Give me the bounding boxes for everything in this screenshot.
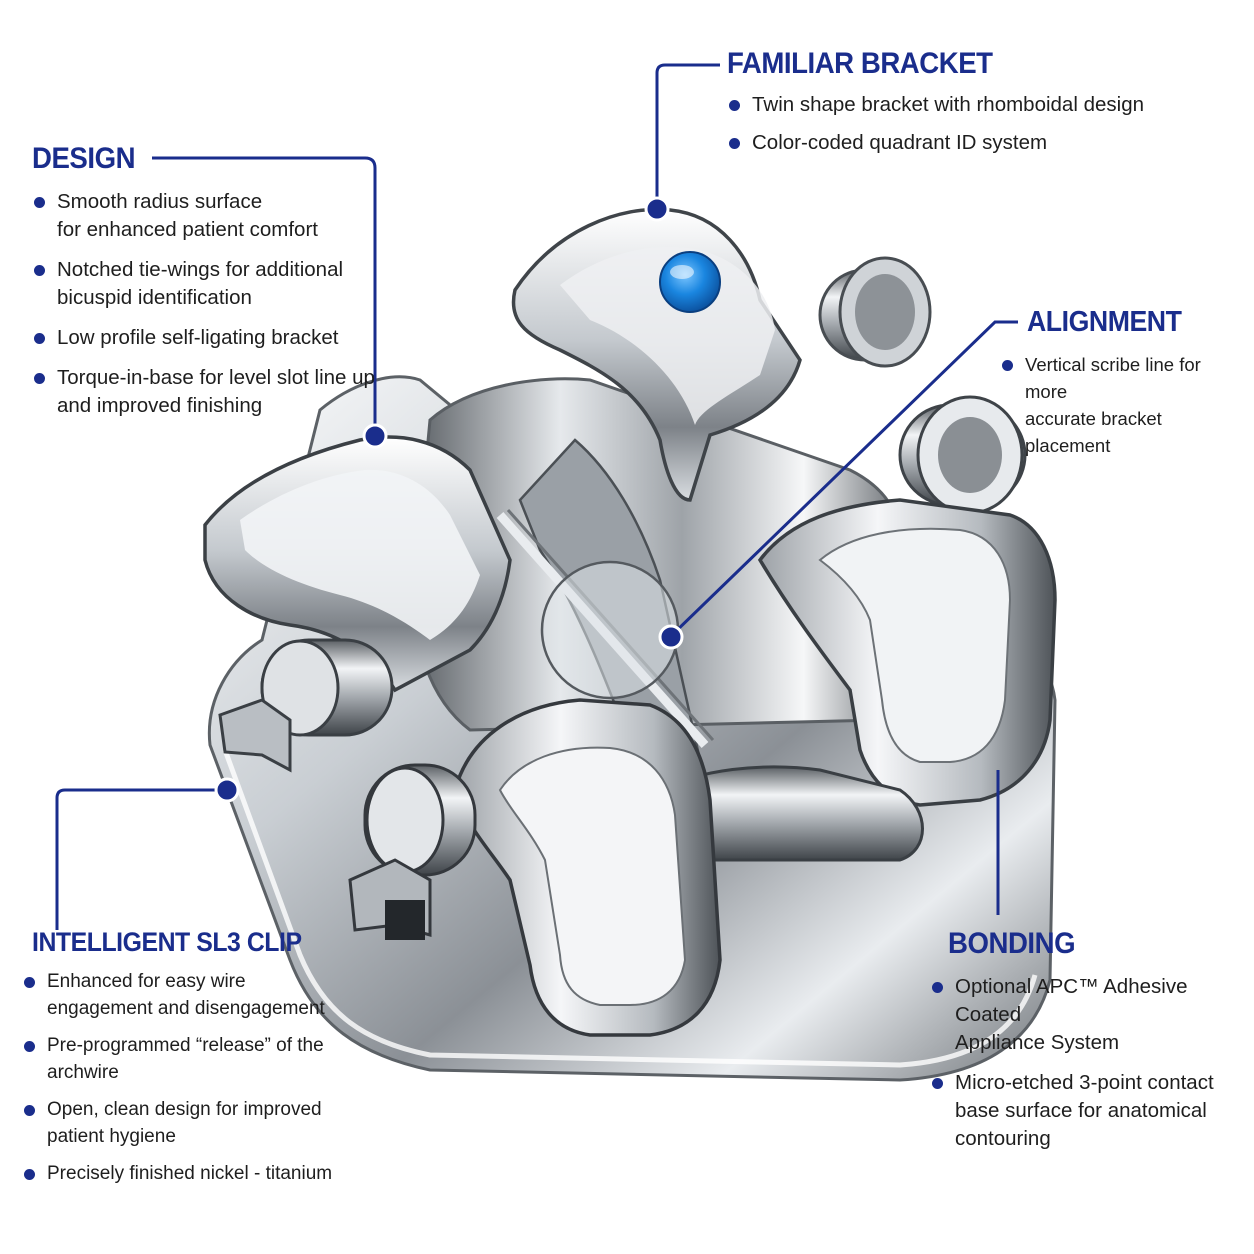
intelligent-clip-list: Enhanced for easy wire engagement and di… xyxy=(22,968,352,1187)
alignment-list: Vertical scribe line for more accurate b… xyxy=(1000,351,1247,459)
design-title: DESIGN xyxy=(32,142,136,175)
familiar-bracket-list: Twin shape bracket with rhomboidal desig… xyxy=(727,91,1227,157)
list-item: Color-coded quadrant ID system xyxy=(727,129,1227,157)
bonding-callout: BONDING Optional APC™ Adhesive Coated Ap… xyxy=(932,927,1248,1153)
bullet-icon xyxy=(24,1041,35,1052)
bullet-icon xyxy=(932,982,943,993)
id-dot-highlight xyxy=(670,265,694,279)
bonding-list: Optional APC™ Adhesive Coated Appliance … xyxy=(930,973,1248,1153)
clip-item-3: Open, clean design for improved patient … xyxy=(47,1099,322,1147)
alignment-item-1: Vertical scribe line for more accurate b… xyxy=(1025,354,1201,456)
familiar-leader-dot xyxy=(644,196,670,222)
design-item-2: Notched tie-wings for additional bicuspi… xyxy=(57,258,344,309)
bullet-icon xyxy=(932,1078,943,1089)
list-item: Optional APC™ Adhesive Coated Appliance … xyxy=(930,973,1248,1057)
list-item: Twin shape bracket with rhomboidal desig… xyxy=(727,91,1227,119)
list-item: Precisely finished nickel - titanium xyxy=(22,1160,352,1187)
right-pin xyxy=(898,395,1027,515)
list-item: Low profile self-ligating bracket xyxy=(32,324,392,352)
familiar-item-1: Twin shape bracket with rhomboidal desig… xyxy=(752,93,1144,116)
design-item-1: Smooth radius surface for enhanced patie… xyxy=(57,190,318,241)
bullet-icon xyxy=(729,138,740,149)
bullet-icon xyxy=(34,197,45,208)
list-item: Torque-in-base for level slot line up an… xyxy=(32,364,392,420)
bullet-icon xyxy=(34,333,45,344)
bullet-icon xyxy=(24,977,35,988)
familiar-bracket-callout: FAMILIAR BRACKET Twin shape bracket with… xyxy=(727,47,1227,157)
list-item: Notched tie-wings for additional bicuspi… xyxy=(32,256,392,312)
right-tie-wing-face xyxy=(818,527,1012,763)
left-clip-pin xyxy=(218,638,394,773)
bullet-icon xyxy=(34,373,45,384)
design-callout: DESIGN Smooth radius surface for enhance… xyxy=(32,142,392,420)
familiar-leader-line xyxy=(655,63,720,208)
list-item: Enhanced for easy wire engagement and di… xyxy=(22,968,352,1022)
bonding-item-2: Micro-etched 3-point contact base surfac… xyxy=(955,1071,1214,1150)
alignment-leader-line xyxy=(668,320,1018,639)
leader-lines xyxy=(55,63,1018,930)
familiar-item-2: Color-coded quadrant ID system xyxy=(752,131,1048,154)
front-tie-wing-face xyxy=(498,746,687,1006)
bullet-icon xyxy=(729,100,740,111)
base-pad-edge xyxy=(222,749,1038,1068)
bullet-icon xyxy=(1002,360,1013,371)
clip-item-1: Enhanced for easy wire engagement and di… xyxy=(47,971,325,1019)
clip-leader-dot xyxy=(214,777,240,803)
leader-dots xyxy=(214,196,684,803)
upper-tie-wing-face xyxy=(560,246,775,425)
left-tie-wing-face xyxy=(240,469,480,640)
design-leader-dot xyxy=(362,423,388,449)
alignment-title: ALIGNMENT xyxy=(1027,306,1182,338)
design-item-4: Torque-in-base for level slot line up an… xyxy=(57,366,375,417)
intelligent-clip-title: INTELLIGENT SL3 CLIP xyxy=(32,927,302,957)
design-item-3: Low profile self-ligating bracket xyxy=(57,326,339,349)
rear-right-pin xyxy=(818,256,932,368)
familiar-bracket-title: FAMILIAR BRACKET xyxy=(727,47,993,80)
design-leader-line xyxy=(152,156,377,435)
alignment-leader-dot xyxy=(658,624,684,650)
color-coded-id-dot xyxy=(659,251,721,313)
list-item: Open, clean design for improved patient … xyxy=(22,1096,352,1150)
list-item: Pre-programmed “release” of the archwire xyxy=(22,1032,352,1086)
intelligent-clip-callout: INTELLIGENT SL3 CLIP Enhanced for easy w… xyxy=(24,927,352,1187)
list-item: Vertical scribe line for more accurate b… xyxy=(1000,351,1247,459)
design-list: Smooth radius surface for enhanced patie… xyxy=(32,188,392,420)
clip-leader-line xyxy=(55,788,225,930)
bonding-title: BONDING xyxy=(948,927,1076,960)
clip-item-4: Precisely finished nickel - titanium xyxy=(47,1163,333,1184)
list-item: Smooth radius surface for enhanced patie… xyxy=(32,188,392,244)
alignment-callout: ALIGNMENT Vertical scribe line for more … xyxy=(1002,306,1247,459)
clip-item-2: Pre-programmed “release” of the archwire xyxy=(47,1035,324,1083)
bullet-icon xyxy=(24,1169,35,1180)
list-item: Micro-etched 3-point contact base surfac… xyxy=(930,1069,1248,1153)
bullet-icon xyxy=(34,265,45,276)
alignment-lens xyxy=(540,560,680,700)
bonding-item-1: Optional APC™ Adhesive Coated Appliance … xyxy=(955,975,1188,1054)
bullet-icon xyxy=(24,1105,35,1116)
front-clip-pin xyxy=(348,763,477,940)
